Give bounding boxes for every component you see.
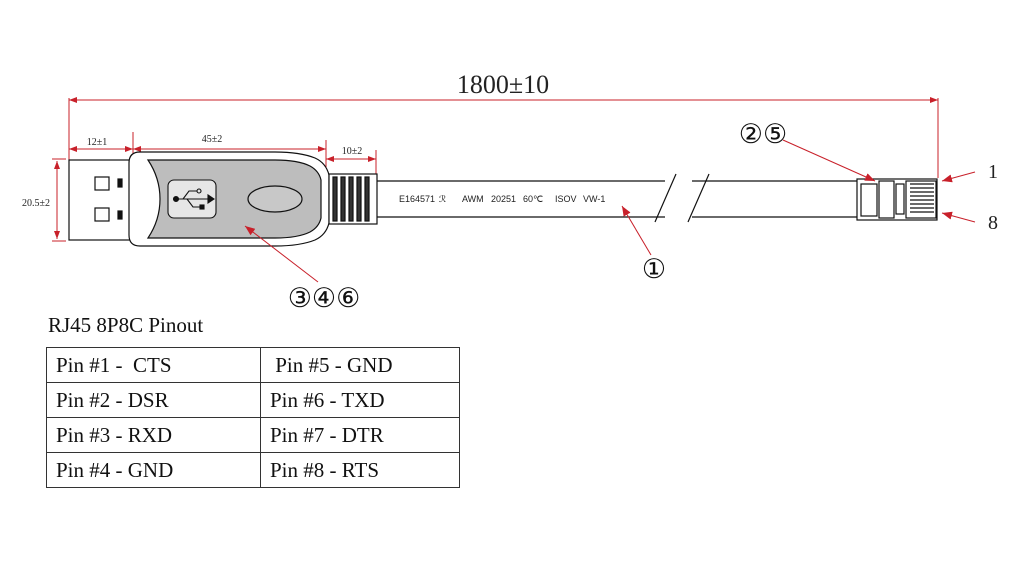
cable-print-style-no: 20251 (491, 194, 516, 204)
strain-relief-length-label: 10±2 (342, 146, 363, 157)
sub-dimension-lines (52, 132, 377, 242)
pinout-table: Pin #1 - CTS Pin #5 - GND Pin #2 - DSR P… (46, 347, 460, 488)
pin-cell: Pin #4 - GND (46, 452, 261, 488)
strain-relief (328, 173, 378, 225)
table-row: Pin #3 - RXD Pin #7 - DTR (46, 417, 460, 453)
plug-width-label: 20.5±2 (22, 198, 50, 209)
cable-print-file-no: E164571 (399, 194, 435, 204)
callout-rj45: ②⑤ (739, 119, 787, 149)
pin-cell: Pin #5 - GND (260, 347, 460, 383)
cable-print-temp: 60℃ (523, 194, 543, 204)
callout-pin-1: 1 (988, 161, 998, 183)
table-row: Pin #4 - GND Pin #8 - RTS (46, 452, 460, 488)
plug-length-label: 12±1 (87, 137, 108, 148)
cable-print-rating: ISOV (555, 194, 577, 204)
body-length-label: 45±2 (202, 134, 223, 145)
table-row: Pin #2 - DSR Pin #6 - TXD (46, 382, 460, 418)
table-row: Pin #1 - CTS Pin #5 - GND (46, 347, 460, 383)
pin-cell: Pin #6 - TXD (260, 382, 460, 418)
flat-cable (377, 173, 857, 223)
cable-print-ul-mark: ℛ (439, 194, 446, 204)
usb-body (128, 151, 330, 247)
usb-logo-icon (167, 179, 217, 219)
pin-cell: Pin #2 - DSR (46, 382, 261, 418)
cable-print-style: AWM (462, 194, 484, 204)
pin-cell: Pin #7 - DTR (260, 417, 460, 453)
total-length-label: 1800±10 (457, 70, 549, 99)
callout-leaders (244, 139, 976, 283)
rj45-connector (856, 178, 938, 221)
pin-cell: Pin #3 - RXD (46, 417, 261, 453)
usb-a-plug (68, 159, 134, 241)
pin-cell: Pin #1 - CTS (46, 347, 261, 383)
callout-pin-8: 8 (988, 212, 998, 234)
pin-cell: Pin #8 - RTS (260, 452, 460, 488)
callout-usb-body: ③④⑥ (288, 283, 361, 313)
callout-cable: ① (642, 254, 666, 284)
cable-print-flame: VW-1 (583, 194, 605, 204)
pinout-title: RJ45 8P8C Pinout (48, 313, 204, 337)
